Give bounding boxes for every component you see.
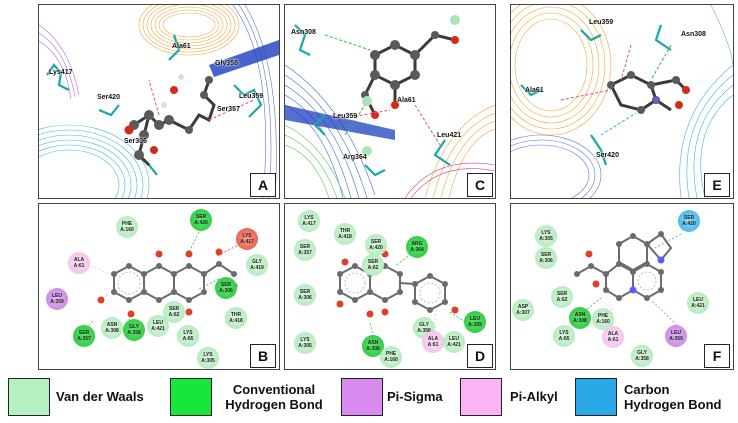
legend-label-pi-alkyl: Pi-Alkyl	[510, 389, 558, 404]
legend-swatch-van-der-waals	[8, 378, 50, 416]
panel-c-render	[285, 15, 495, 198]
panel-e-residue-label: Ala61	[525, 87, 544, 94]
legend-swatch-pi-sigma	[341, 378, 383, 416]
panel-e-letter: E	[704, 173, 730, 197]
panel-c-residue-label: Asn308	[291, 29, 316, 36]
panel-c-letter: C	[467, 173, 493, 197]
panel-e-residue-label: Leu359	[589, 19, 614, 26]
panel-a-residue-label: Ser357	[217, 106, 240, 113]
panel-c-residue-label: Ala61	[397, 97, 416, 104]
panel-a-residue-label: Ser306	[124, 138, 147, 145]
panel-a-residue-label: Leu359	[239, 93, 264, 100]
panel-d-letter: D	[467, 344, 493, 368]
panel-e-3d-view: Leu359 Asn308 Ala61 Ser420 E	[510, 4, 734, 199]
panel-a-render	[39, 5, 279, 198]
legend-swatch-carbon-hydrogen-bond	[575, 378, 617, 416]
panel-c-residue-label: Leu421	[437, 132, 462, 139]
panel-d-ligand	[336, 250, 466, 338]
legend-label-carbon-hydrogen-bond: Carbon Hydrogen Bond	[624, 382, 722, 412]
panel-a-residue-label: Ser420	[97, 94, 120, 101]
panel-c-3d-view: Asn308 Ala61 Leu359 Leu421 Arg364 C	[284, 4, 496, 199]
panel-a-residue-label: Ala61	[172, 43, 191, 50]
legend-label-van-der-waals: Van der Waals	[56, 389, 144, 404]
panel-e-render	[511, 5, 733, 198]
panel-a-residue-label: Lys417	[49, 69, 73, 76]
panel-a-residue-label: Gly358	[215, 60, 238, 67]
legend-label-conventional-hydrogen-bond: Conventional Hydrogen Bond	[225, 382, 323, 412]
panel-c-residue-label: Leu359	[333, 113, 358, 120]
panel-b-ligand	[83, 231, 245, 333]
panel-a-letter: A	[250, 173, 276, 197]
panel-c-residue-label: Arg364	[343, 154, 367, 161]
legend-swatch-conventional-hydrogen-bond	[170, 378, 212, 416]
panel-f-ligand	[574, 231, 682, 327]
legend-label-pi-sigma: Pi-Sigma	[387, 389, 443, 404]
legend-swatch-pi-alkyl	[460, 378, 502, 416]
panel-e-residue-label: Ser420	[596, 152, 619, 159]
panel-e-residue-label: Asn308	[681, 31, 706, 38]
panel-b-letter: B	[250, 344, 276, 368]
panel-f-letter: F	[704, 344, 730, 368]
panel-a-3d-view: Ala61 Lys417 Ser420 Gly358 Leu359 Ser357…	[38, 4, 280, 199]
